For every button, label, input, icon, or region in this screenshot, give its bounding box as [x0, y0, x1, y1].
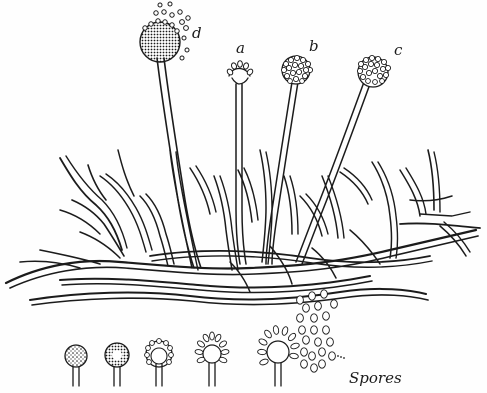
sporangium-c — [357, 55, 390, 87]
development-stage-1 — [65, 345, 87, 386]
development-stage-2 — [105, 343, 129, 386]
sporangium-b — [281, 55, 312, 84]
sporangium-a — [226, 61, 254, 84]
label-c: c — [394, 41, 403, 59]
label-b: b — [309, 37, 319, 55]
sporangium-d — [140, 2, 190, 62]
label-a: a — [236, 39, 245, 57]
development-stage-5 — [257, 325, 300, 386]
label-d: d — [192, 24, 202, 42]
label-spores: Spores — [349, 369, 402, 387]
development-stage-3 — [145, 339, 174, 386]
development-stage-4 — [195, 332, 230, 386]
spores-pointer-dots — [337, 355, 345, 359]
loose-spores — [297, 290, 338, 372]
